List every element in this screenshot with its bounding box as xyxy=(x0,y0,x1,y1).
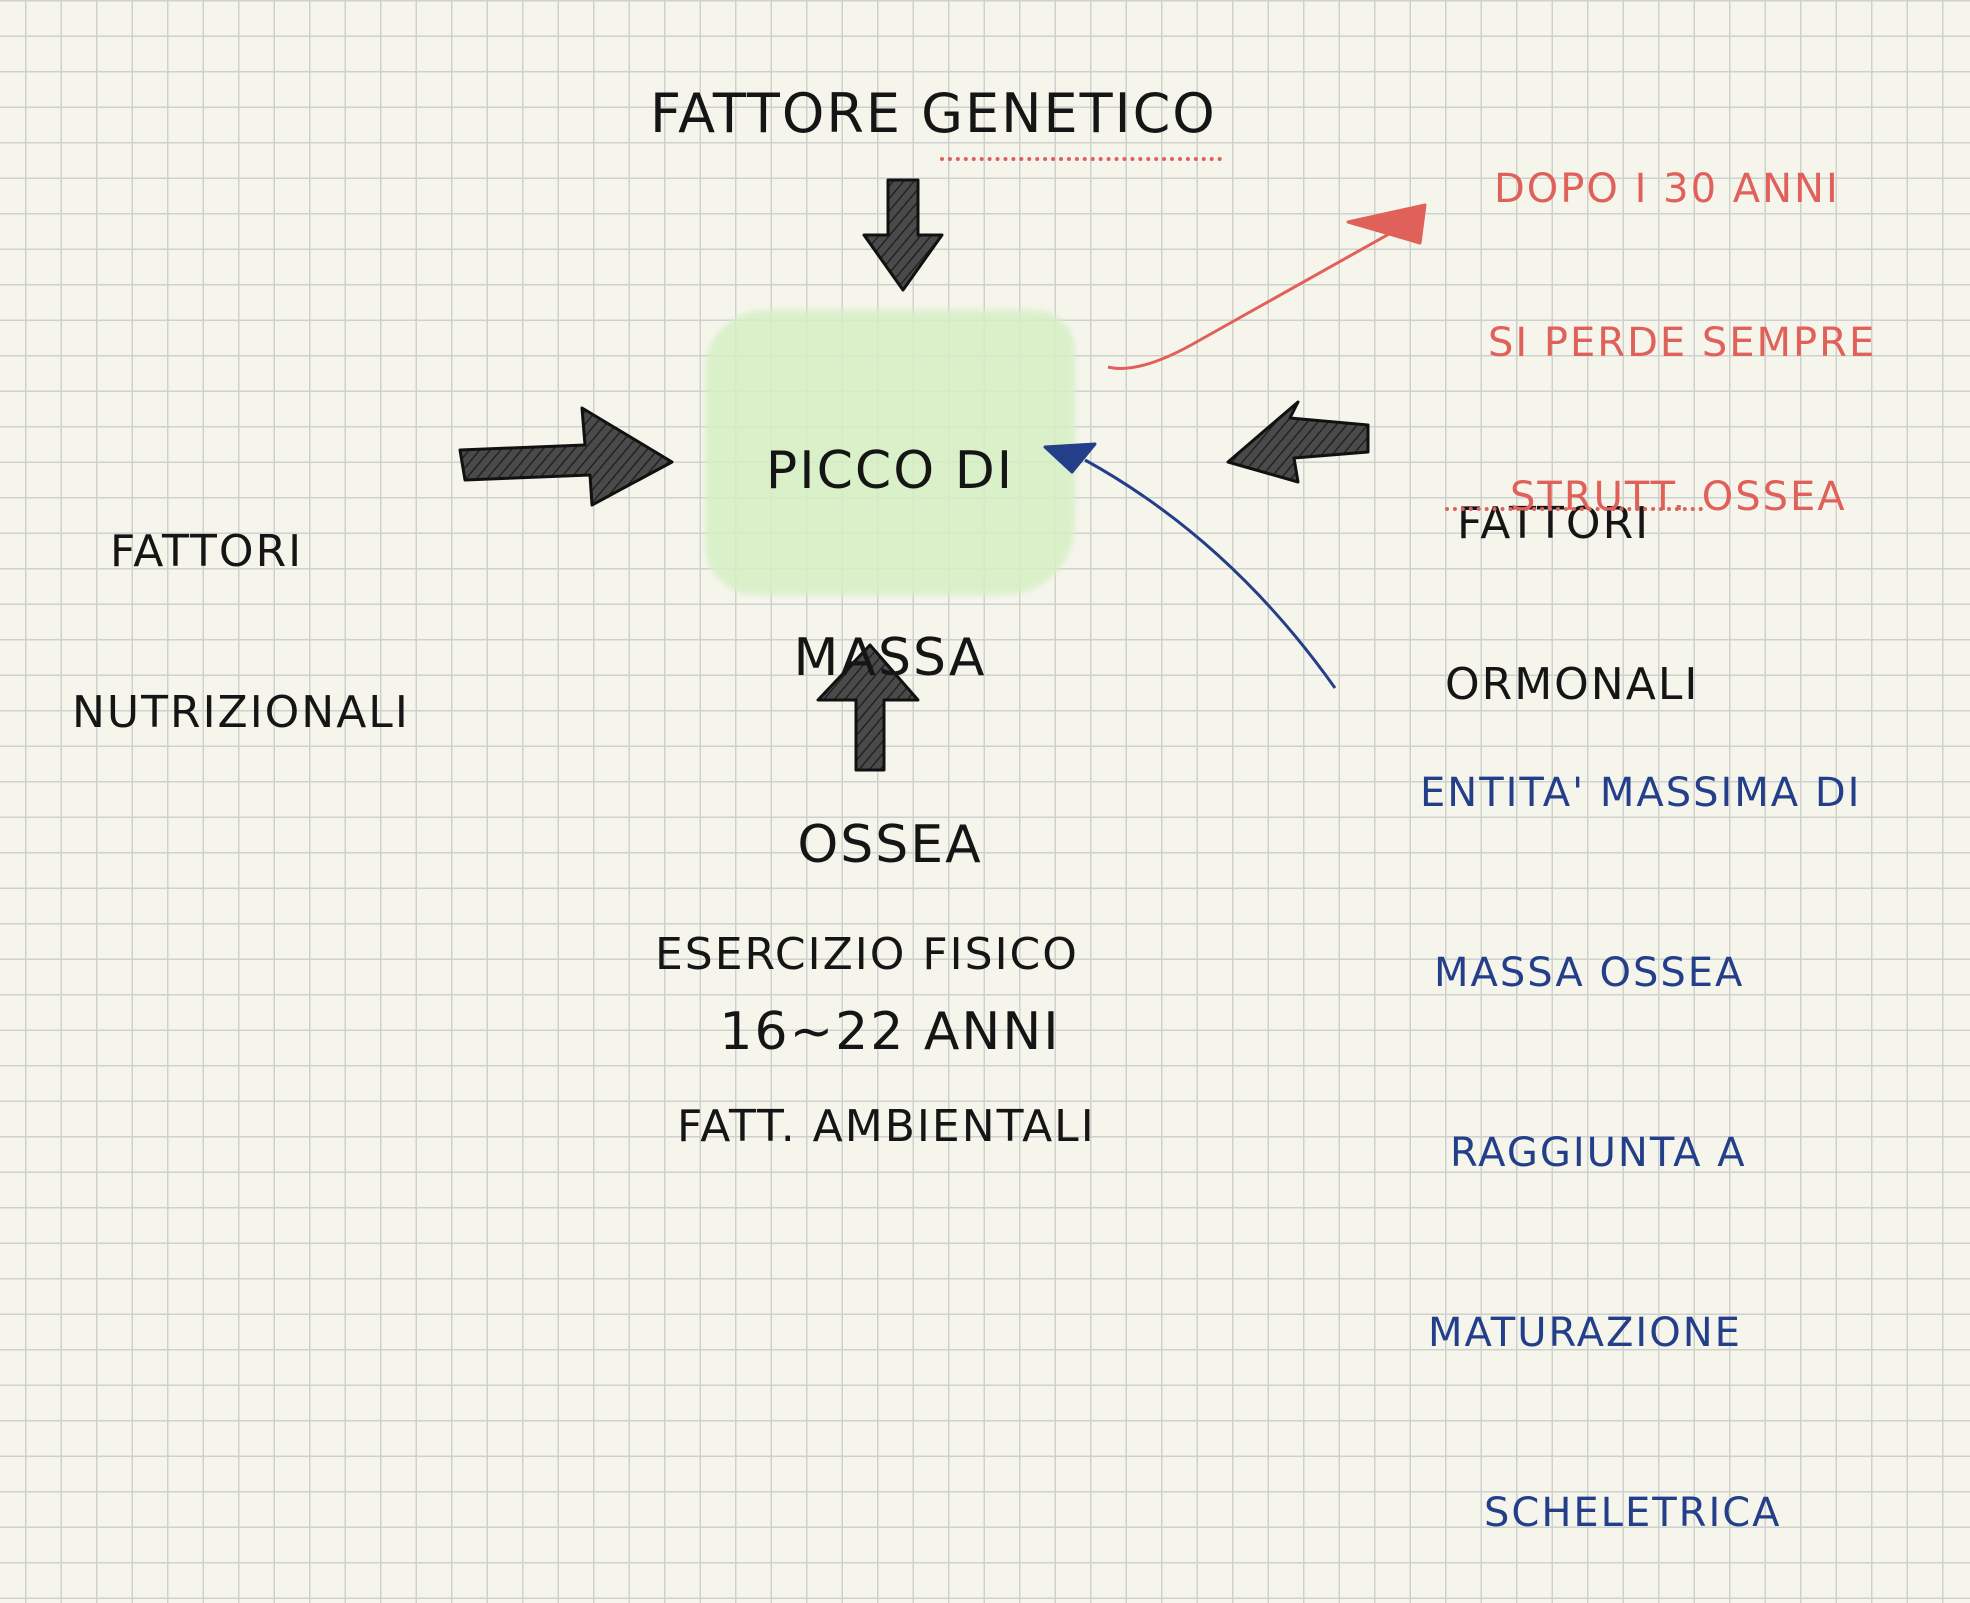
center-line-1: PICCO DI xyxy=(765,440,1015,501)
bottom-label: ESERCIZIO FISICO FATT. AMBIENTALI xyxy=(655,812,1096,1212)
blue-arrowhead-icon xyxy=(1043,442,1097,474)
red-note: DOPO I 30 ANNI SI PERDE SEMPRE STRUTT. O… xyxy=(1488,62,1876,574)
red-connector-arrow xyxy=(1107,223,1406,370)
red-note-line-3: STRUTT. OSSEA xyxy=(1510,473,1847,520)
right-line-1: FATTORI xyxy=(1457,498,1651,550)
center-highlight xyxy=(705,310,1075,595)
right-label: FATTORI ORMONALI xyxy=(1445,390,1699,766)
left-label: FATTORI NUTRIZIONALI xyxy=(72,418,410,794)
arrows-layer xyxy=(458,178,1427,772)
top-label: FATTORE GENETICO xyxy=(650,82,1217,145)
center-line-2: MASSA xyxy=(793,627,987,688)
blue-note-line-5: SCHELETRICA xyxy=(1484,1490,1782,1536)
blue-connector-arrow xyxy=(1084,458,1337,689)
arrow-up-icon xyxy=(816,643,920,772)
bottom-line-2: FATT. AMBIENTALI xyxy=(677,1100,1096,1152)
top-underline xyxy=(940,157,1222,161)
red-note-line-1: DOPO I 30 ANNI xyxy=(1494,166,1840,213)
arrow-left-icon xyxy=(1226,400,1370,484)
blue-note-line-3: RAGGIUNTA A xyxy=(1450,1130,1747,1176)
arrow-down-icon xyxy=(862,178,944,292)
arrow-right-icon xyxy=(458,406,674,507)
left-line-1: FATTORI xyxy=(110,526,304,578)
red-note-line-2: SI PERDE SEMPRE xyxy=(1488,319,1877,366)
blue-note-line-4: MATURAZIONE xyxy=(1428,1310,1742,1356)
blue-note-line-1: ENTITA' MASSIMA DI xyxy=(1420,770,1862,816)
center-line-3: OSSEA xyxy=(797,815,983,876)
blue-note-line-2: MASSA OSSEA xyxy=(1434,950,1745,996)
right-underline xyxy=(1445,507,1703,511)
right-line-2: ORMONALI xyxy=(1445,659,1700,711)
bottom-line-1: ESERCIZIO FISICO xyxy=(655,929,1079,981)
left-line-2: NUTRIZIONALI xyxy=(72,687,410,739)
blue-note: ENTITA' MASSIMA DI MASSA OSSEA RAGGIUNTA… xyxy=(1420,643,1861,1603)
red-arrowhead-icon xyxy=(1346,203,1427,245)
